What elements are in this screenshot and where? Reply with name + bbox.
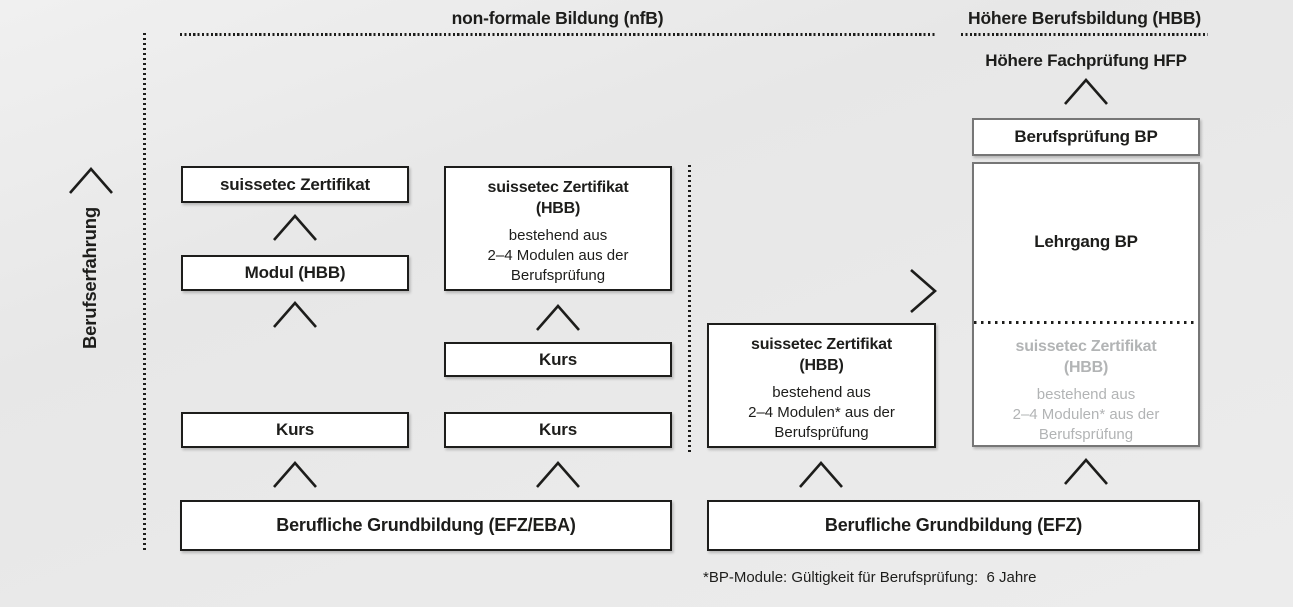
lehrgang-inner-dotted-divider [974,321,1198,324]
box-berufliche-grundbildung-efz: Berufliche Grundbildung (EFZ) [707,500,1200,551]
box-kurs-col2-upper: Kurs [444,342,672,377]
box-suissetec-zertifikat-hbb-col3: suissetec Zertifikat (HBB) bestehend aus… [707,323,936,448]
hbb-dotted-underline [961,33,1208,36]
bp-module-footnote: *BP-Module: Gültigkeit für Berufsprüfung… [703,569,1037,586]
chevron-up-icon [272,301,318,329]
embedded-suissetec-zertifikat-hbb: suissetec Zertifikat (HBB) bestehend aus… [974,327,1198,445]
left-axis-dotted-line [143,33,146,552]
cert-title: suissetec Zertifikat [751,336,892,353]
cert-title: suissetec Zertifikat [487,179,629,196]
berufserfahrung-axis-label: Berufserfahrung [79,207,101,349]
cert-line3: Berufsprüfung [774,424,869,441]
section-divider-dotted-line [688,165,691,452]
box-suissetec-zertifikat-hbb-col2: suissetec Zertifikat (HBB) bestehend aus… [444,166,672,291]
box-kurs-col1: Kurs [181,412,409,448]
cert-line2: 2–4 Modulen* aus der [1012,406,1160,423]
box-berufspruefung-bp: Berufsprüfung BP [972,118,1200,156]
cert-line1: bestehend aus [772,384,871,401]
cert-subtitle: (HBB) [799,357,844,374]
chevron-right-icon [909,268,938,314]
chevron-up-icon [798,461,844,489]
lehrgang-bp-label: Lehrgang BP [1034,232,1138,251]
nfb-dotted-underline [180,33,935,36]
box-lehrgang-bp: Lehrgang BP suissetec Zertifikat (HBB) b… [972,162,1200,447]
header-hoehere-berufsbildung: Höhere Berufsbildung (HBB) [968,8,1201,28]
hfp-title: Höhere Fachprüfung HFP [985,51,1187,70]
chevron-up-icon [272,461,318,489]
cert-line1: bestehend aus [1036,386,1136,403]
box-berufliche-grundbildung-efz-eba: Berufliche Grundbildung (EFZ/EBA) [180,500,672,551]
box-modul-hbb: Modul (HBB) [181,255,409,291]
header-non-formale-bildung: non-formale Bildung (nfB) [451,8,664,28]
cert-line3: Berufsprüfung [510,267,606,284]
box-suissetec-zertifikat: suissetec Zertifikat [181,166,409,203]
box-kurs-col2-lower: Kurs [444,412,672,448]
cert-line1: bestehend aus [508,227,608,244]
cert-subtitle: (HBB) [535,200,581,217]
chevron-up-icon [272,214,318,242]
cert-title: suissetec Zertifikat [1015,338,1157,355]
cert-line3: Berufsprüfung [1038,426,1134,443]
cert-subtitle: (HBB) [1063,359,1109,376]
cert-line2: 2–4 Modulen* aus der [748,404,895,421]
chevron-up-icon [1063,78,1109,106]
chevron-up-icon [68,167,114,195]
chevron-up-icon [535,304,581,332]
chevron-up-icon [535,461,581,489]
chevron-up-icon [1063,458,1109,486]
cert-line2: 2–4 Modulen aus der [487,247,629,264]
